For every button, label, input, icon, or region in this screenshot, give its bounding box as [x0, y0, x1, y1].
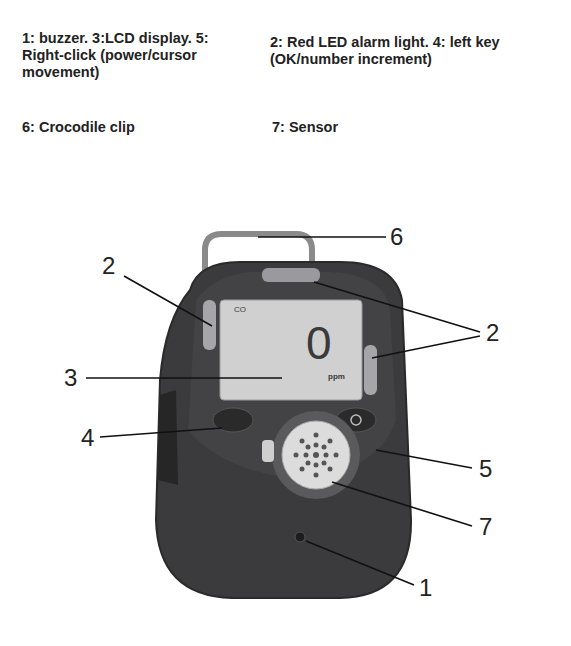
side-grip — [158, 390, 178, 485]
callout-number: 2 — [486, 320, 516, 346]
leader-lines — [86, 237, 480, 585]
callout-number: 1 — [419, 575, 449, 601]
callout-number: 4 — [81, 425, 111, 451]
lcd-reading: 0 — [306, 318, 346, 368]
led-top — [262, 268, 320, 282]
sensor — [282, 421, 350, 489]
callout-number: 6 — [390, 224, 420, 250]
led-right — [364, 345, 377, 395]
key-note: 2: Red LED alarm light. 4: left key (OK/… — [270, 34, 560, 68]
key-note: 1: buzzer. 3:LCD display. 5: Right-click… — [22, 30, 254, 81]
key-note: 6: Crocodile clip — [22, 119, 242, 136]
sensor-bezel — [272, 411, 360, 499]
callout-number: 5 — [479, 456, 509, 482]
lcd-gas-name: CO — [234, 305, 264, 315]
key-note: 7: Sensor — [272, 119, 472, 136]
lcd-unit: ppm — [328, 372, 358, 382]
lcd-display — [220, 300, 362, 400]
callout-number: 3 — [64, 365, 94, 391]
buzzer — [295, 532, 305, 542]
power-icon — [351, 415, 361, 425]
sensor-tab — [262, 440, 274, 462]
callout-number: 7 — [479, 514, 509, 540]
sensor-holes — [294, 433, 339, 478]
callout-number: 2 — [102, 253, 132, 279]
